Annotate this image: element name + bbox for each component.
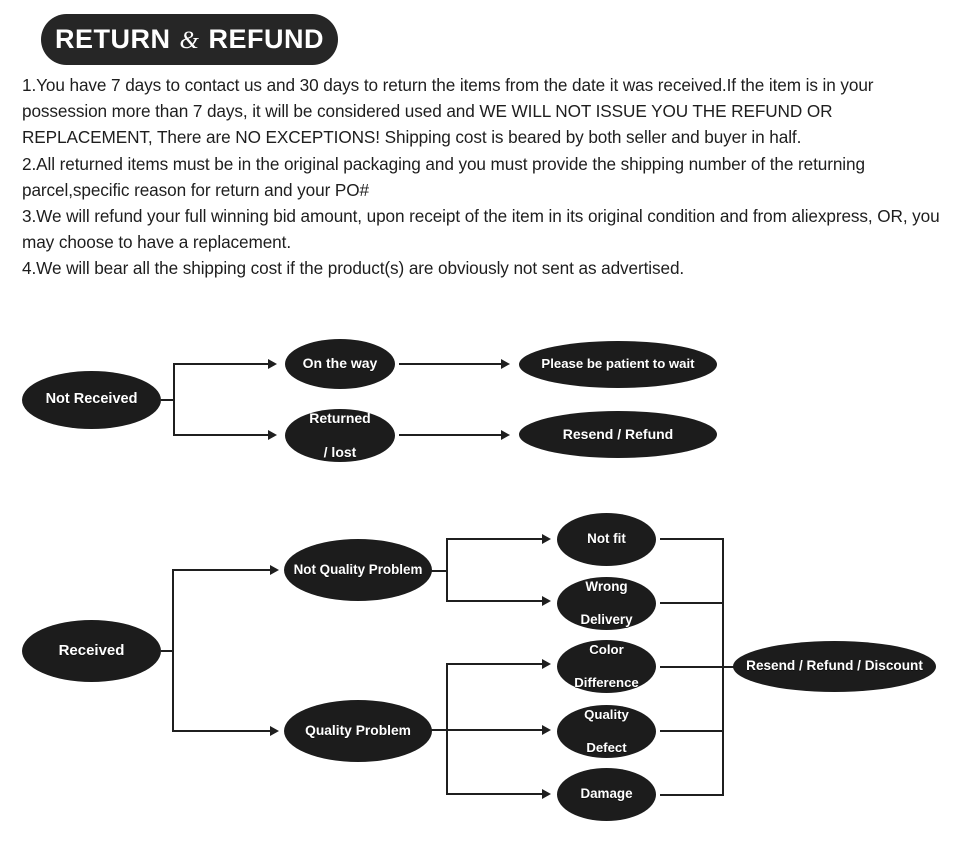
policy-text-block: 1.You have 7 days to contact us and 30 d… [22,72,947,282]
connector-not-received-stem [161,399,175,401]
connector-to-returned-lost [173,434,268,436]
connector-not-fit-out [660,538,724,540]
arrowhead-to-color-difference [542,659,551,669]
connector-quality-defect-out [660,730,724,732]
arrowhead-to-wrong-delivery [542,596,551,606]
connector-color-difference-out [660,666,724,668]
policy-item-1: 1.You have 7 days to contact us and 30 d… [22,75,874,148]
connector-returned-to-resend [399,434,501,436]
connector-received-bracket [172,569,174,732]
connector-quality-stem [430,729,447,731]
connector-to-wrong-delivery [446,600,542,602]
connector-damage-out [660,794,724,796]
arrowhead-on-the-way-to-wait [501,359,510,369]
node-color-difference: Color Difference [557,640,656,693]
node-resend-refund-discount: Resend / Refund / Discount [733,641,936,692]
arrowhead-to-on-the-way [268,359,277,369]
arrowhead-to-quality-defect [542,725,551,735]
node-not-received: Not Received [22,371,161,429]
connector-to-not-quality-problem [172,569,270,571]
connector-to-quality-problem [172,730,270,732]
node-returned-lost: Returned / lost [285,409,395,462]
node-wrong-delivery-label: Wrong Delivery [580,578,633,627]
node-received: Received [22,620,161,682]
node-not-quality-problem: Not Quality Problem [284,539,432,601]
connector-collector-to-outcome [722,666,737,668]
arrowhead-returned-to-resend [501,430,510,440]
policy-item-4: 4.We will bear all the shipping cost if … [22,258,685,279]
connector-to-on-the-way [173,363,268,365]
node-wrong-delivery: Wrong Delivery [557,577,656,630]
arrowhead-to-returned-lost [268,430,277,440]
title-word-refund: REFUND [208,24,324,54]
connector-to-damage [446,793,542,795]
arrowhead-to-not-fit [542,534,551,544]
node-not-fit: Not fit [557,513,656,566]
node-please-be-patient: Please be patient to wait [519,341,717,388]
connector-on-the-way-to-wait [399,363,501,365]
node-on-the-way: On the way [285,339,395,389]
node-quality-problem: Quality Problem [284,700,432,762]
title-word-return: RETURN [55,24,171,54]
connector-wrong-delivery-out [660,602,724,604]
node-damage: Damage [557,768,656,821]
title-ampersand: & [179,27,200,54]
page-title: RETURN & REFUND [55,24,324,55]
connector-to-not-fit [446,538,542,540]
arrowhead-to-damage [542,789,551,799]
connector-not-quality-stem [430,570,447,572]
connector-to-quality-defect [446,729,542,731]
node-returned-lost-label: Returned / lost [309,409,371,461]
node-quality-defect-label: Quality Defect [584,707,629,755]
arrowhead-to-not-quality-problem [270,565,279,575]
connector-received-stem [161,650,174,652]
connector-to-color-difference [446,663,542,665]
policy-item-3: 3.We will refund your full winning bid a… [22,206,940,253]
connector-not-received-bracket [173,363,175,436]
node-resend-refund: Resend / Refund [519,411,717,458]
node-quality-defect: Quality Defect [557,705,656,758]
page-title-banner: RETURN & REFUND [41,14,338,65]
policy-item-2: 2.All returned items must be in the orig… [22,153,865,200]
node-color-difference-label: Color Difference [574,642,639,690]
connector-not-quality-bracket [446,538,448,602]
arrowhead-to-quality-problem [270,726,279,736]
